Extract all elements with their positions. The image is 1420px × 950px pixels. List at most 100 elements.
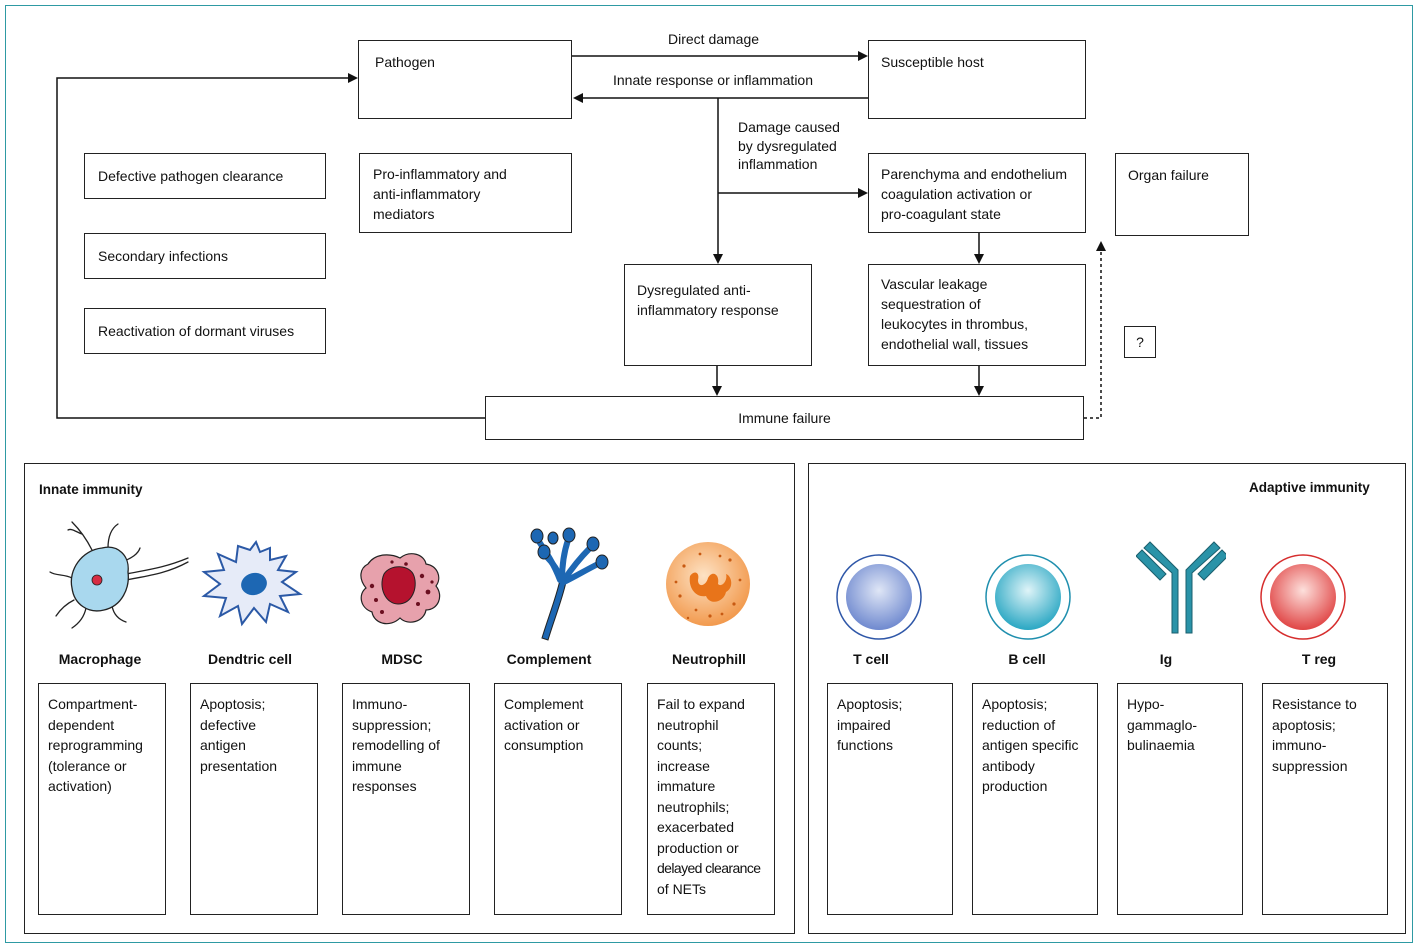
mdsc-line: immune <box>352 757 402 774</box>
mediators-line-3: mediators <box>373 206 435 222</box>
pathogen-label: Pathogen <box>375 54 435 70</box>
neutrophil-line: production or <box>657 839 739 856</box>
macrophage-name: Macrophage <box>58 651 142 667</box>
macrophage-line: dependent <box>48 716 115 733</box>
ig-line: gammaglo- <box>1127 716 1198 733</box>
dendritic-cell-icon <box>201 539 303 627</box>
neutrophil-line: of NETs <box>657 880 707 897</box>
immunoglobulin-icon <box>1136 541 1226 634</box>
vascular-line-3: leukocytes in thrombus, <box>881 316 1029 332</box>
dendritic-line: defective <box>200 716 257 733</box>
complement-icon <box>530 527 609 641</box>
organ-failure-box: Organ failure <box>1115 153 1249 236</box>
b-cell-description: Apoptosis; reduction of antigen specific… <box>972 683 1098 915</box>
parenchyma-box: Parenchyma and endothelium coagulation a… <box>868 153 1086 233</box>
b-cell-icon <box>985 554 1071 640</box>
host-label: Susceptible host <box>881 54 984 70</box>
macrophage-icon <box>49 521 189 629</box>
neutrophil-line: immature <box>657 778 716 794</box>
damage-dysregulated-label: Damage caused by dysregulated inflammati… <box>738 118 840 174</box>
mdsc-name: MDSC <box>381 651 423 667</box>
dendritic-line: presentation <box>200 757 278 774</box>
b-cell-line: antibody <box>982 757 1035 774</box>
innate-immunity-title: Innate immunity <box>39 482 143 497</box>
dysregulated-line-2: inflammatory response <box>637 302 779 318</box>
pathogen-box: Pathogen <box>358 40 572 119</box>
complement-line: Complement <box>504 696 584 712</box>
neutrophil-icon <box>666 542 750 626</box>
b-cell-line: reduction of <box>982 716 1056 733</box>
neutrophil-line: exacerbated <box>657 819 735 835</box>
ig-name: Ig <box>1159 651 1173 667</box>
macrophage-line: activation) <box>48 778 112 794</box>
b-cell-line: production <box>982 778 1048 794</box>
t-cell-line: functions <box>837 737 894 753</box>
b-cell-line: Apoptosis; <box>982 696 1048 712</box>
parenchyma-line-3: pro-coagulant state <box>881 206 1001 222</box>
t-cell-line: impaired <box>837 716 891 733</box>
mediators-line-1: Pro-inflammatory and <box>373 166 507 182</box>
mdsc-line: Immuno- <box>352 696 408 712</box>
organ-failure-label: Organ failure <box>1128 167 1209 183</box>
dendritic-line: antigen <box>200 737 246 753</box>
macrophage-line: (tolerance or <box>48 757 127 774</box>
secondary-infections-label: Secondary infections <box>98 248 228 264</box>
ig-description: Hypo- gammaglo- bulinaemia <box>1117 683 1243 915</box>
t-reg-name: T reg <box>1301 651 1337 667</box>
defective-clearance-box: Defective pathogen clearance <box>84 153 326 199</box>
neutrophil-line: neutrophil <box>657 716 719 733</box>
direct-damage-label: Direct damage <box>668 31 760 47</box>
feedback-loop-line <box>56 73 485 419</box>
reactivation-label: Reactivation of dormant viruses <box>98 323 295 339</box>
damage-line-3: inflammation <box>738 156 818 172</box>
dendritic-cell-description: Apoptosis; defective antigen presentatio… <box>190 683 318 915</box>
neutrophil-line: Fail to expand <box>657 696 745 712</box>
dendritic-line: Apoptosis; <box>200 696 266 712</box>
question-box: ? <box>1124 326 1156 358</box>
mdsc-line: responses <box>352 778 417 794</box>
mediators-line-2: anti-inflammatory <box>373 186 481 202</box>
neutrophil-line: counts; <box>657 737 703 753</box>
vascular-line-1: Vascular leakage <box>881 276 988 292</box>
complement-name: Complement <box>506 651 592 667</box>
t-cell-icon <box>836 554 922 640</box>
ig-line: bulinaemia <box>1127 737 1195 753</box>
organ-failure-dotted-arrow <box>1084 241 1106 419</box>
mdsc-line: suppression; <box>352 716 432 733</box>
damage-line-1: Damage caused <box>738 119 840 135</box>
neutrophil-name: Neutrophill <box>672 651 746 667</box>
t-reg-line: suppression <box>1272 757 1348 774</box>
ig-line: Hypo- <box>1127 696 1165 712</box>
parenchyma-line-1: Parenchyma and endothelium <box>881 166 1068 182</box>
innate-response-label: Innate response or inflammation <box>613 72 813 88</box>
vascular-leakage-box: Vascular leakage sequestration of leukoc… <box>868 264 1086 366</box>
vascular-line-2: sequestration of <box>881 296 981 312</box>
outer-frame <box>5 5 1413 943</box>
complement-description: Complement activation or consumption <box>494 683 622 915</box>
neutrophil-line: delayed clearance <box>657 860 761 876</box>
t-reg-icon <box>1260 554 1346 640</box>
parenchyma-line-2: coagulation activation or <box>881 186 1032 202</box>
dysregulated-line-1: Dysregulated anti- <box>637 282 751 298</box>
neutrophil-line: neutrophils; <box>657 798 730 815</box>
macrophage-line: reprogramming <box>48 737 143 753</box>
complement-line: consumption <box>504 737 584 753</box>
neutrophil-line: increase <box>657 757 710 774</box>
defective-clearance-label: Defective pathogen clearance <box>98 168 284 184</box>
t-cell-line: Apoptosis; <box>837 696 903 712</box>
t-reg-description: Resistance to apoptosis; immuno- suppres… <box>1262 683 1388 915</box>
question-label: ? <box>1136 334 1144 350</box>
vascular-line-4: endothelial wall, tissues <box>881 336 1029 352</box>
b-cell-line: antigen specific <box>982 737 1079 753</box>
immune-failure-box: Immune failure <box>485 396 1084 440</box>
neutrophil-description: Fail to expand neutrophil counts; increa… <box>647 683 775 915</box>
b-cell-name: B cell <box>1008 651 1046 667</box>
adaptive-immunity-title: Adaptive immunity <box>1249 480 1370 495</box>
dysregulated-anti-box: Dysregulated anti- inflammatory response <box>624 264 812 366</box>
mdsc-icon <box>360 553 441 625</box>
mediators-box: Pro-inflammatory and anti-inflammatory m… <box>359 153 572 233</box>
t-reg-line: apoptosis; <box>1272 716 1336 733</box>
reactivation-box: Reactivation of dormant viruses <box>84 308 326 354</box>
